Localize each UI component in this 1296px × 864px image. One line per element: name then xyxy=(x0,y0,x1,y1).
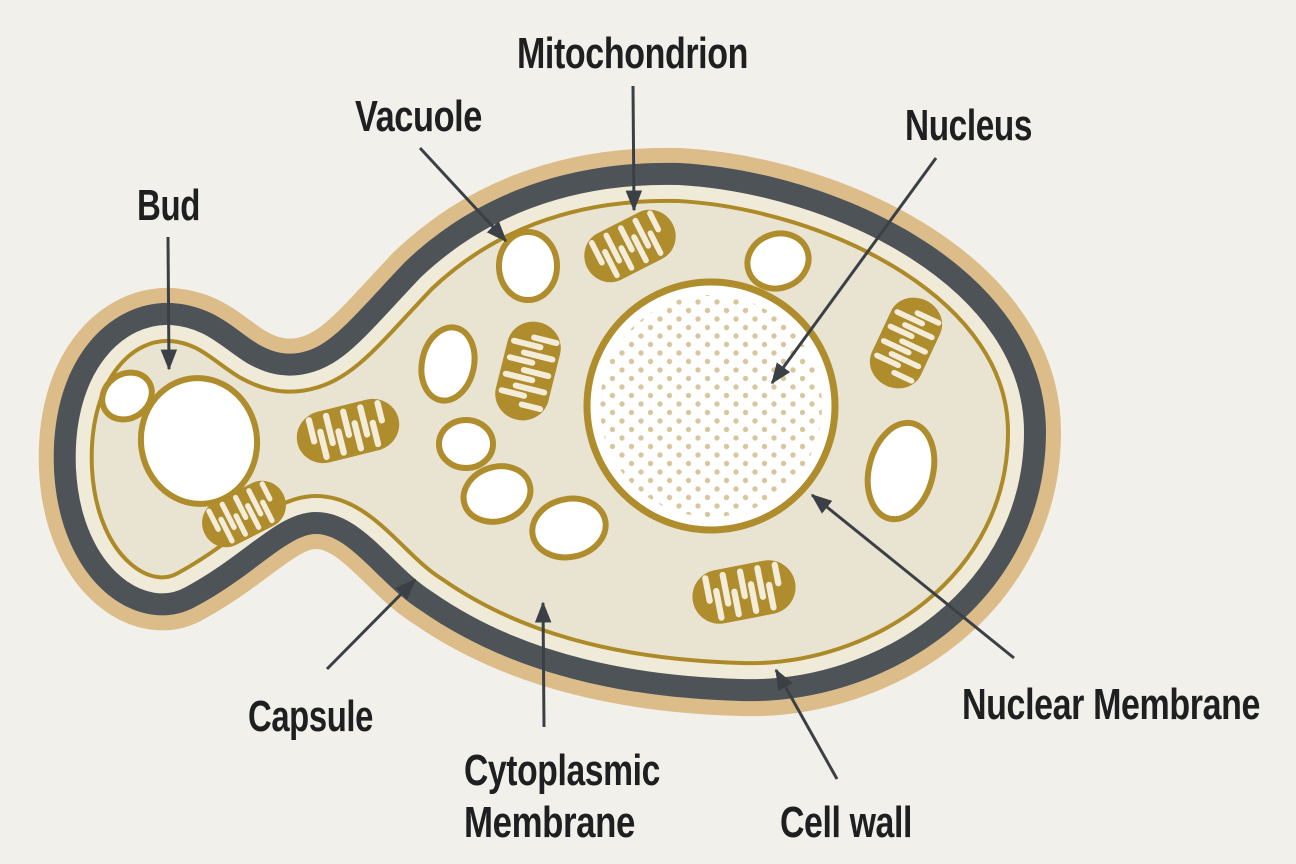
label-vacuole: Vacuole xyxy=(355,92,482,141)
label-bud: Bud xyxy=(137,181,200,230)
vacuole-chain-4 xyxy=(529,495,609,561)
bud-vacuole-large xyxy=(137,375,261,507)
leader-arrows xyxy=(160,85,1015,780)
label-nuclear-membrane: Nuclear Membrane xyxy=(962,680,1260,729)
labels: Bud Vacuole Mitochondrion Nucleus Capsul… xyxy=(137,29,1261,847)
label-cytoplasmic-membrane-line1: Cytoplasmic xyxy=(464,746,660,795)
vacuole-chain-3 xyxy=(460,463,534,525)
vacuole-right xyxy=(864,419,938,523)
label-cytoplasmic-membrane-line2: Membrane xyxy=(464,798,635,847)
label-cell-wall: Cell wall xyxy=(780,798,912,847)
vacuoles xyxy=(99,229,938,561)
bud-arrow xyxy=(160,236,178,371)
label-nucleus: Nucleus xyxy=(905,101,1032,150)
nucleus-chromatin-dots xyxy=(600,295,822,517)
bud-vacuole-small xyxy=(99,369,155,423)
vacuole-top xyxy=(496,229,560,303)
vacuole-chain-2 xyxy=(436,417,496,471)
label-mitochondrion: Mitochondrion xyxy=(517,29,748,78)
vacuole-top-right xyxy=(744,230,812,292)
vacuole-arrow xyxy=(418,146,508,243)
capsule-arrow xyxy=(325,578,417,671)
vacuole-chain-1 xyxy=(418,324,478,404)
nucleus-arrow xyxy=(770,157,938,385)
cytoplasmic-membrane-arrow xyxy=(534,601,552,728)
nuclear-membrane-arrow xyxy=(810,493,1015,660)
label-capsule: Capsule xyxy=(248,692,373,741)
nucleus xyxy=(583,278,839,534)
mitochondrion-arrow xyxy=(625,85,643,212)
cell-wall-arrow xyxy=(774,668,839,780)
